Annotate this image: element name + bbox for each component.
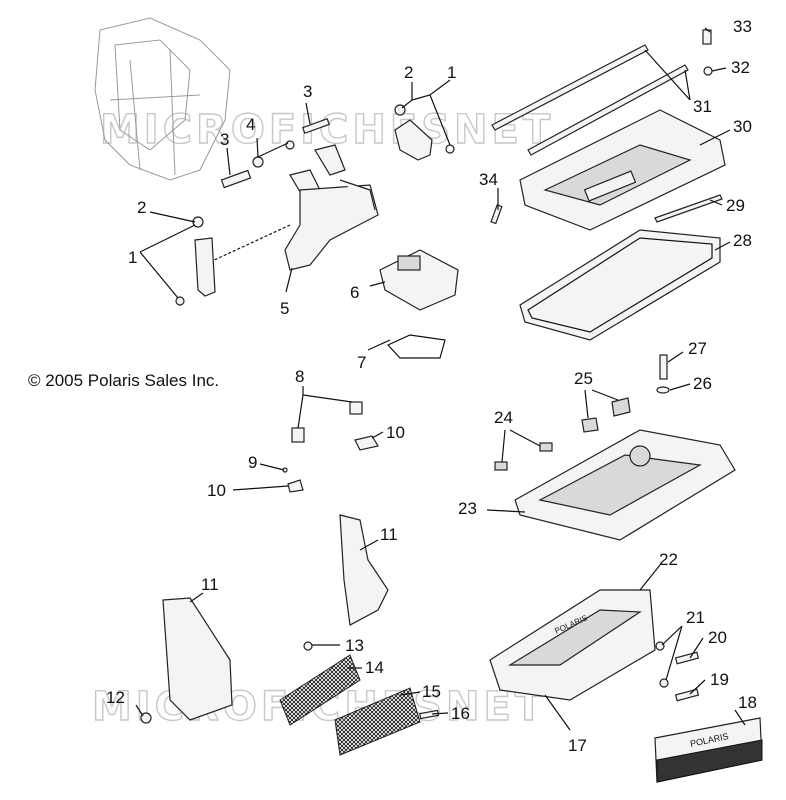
- callout-13: 13: [345, 636, 364, 655]
- leader-lines: [135, 27, 746, 731]
- part-weatherstrip: [491, 44, 689, 156]
- callout-1-left: 1: [128, 248, 137, 267]
- part-front-plate: POLARIS: [654, 717, 763, 783]
- part-front-bumper: POLARIS: [489, 589, 656, 701]
- callout-19: 19: [710, 670, 729, 689]
- part-clips-8-10: [282, 401, 379, 493]
- part-pin-34: [490, 204, 503, 225]
- callout-22: 22: [659, 550, 678, 569]
- part-seal-inner: [527, 237, 713, 333]
- part-screen-15: [334, 687, 421, 756]
- callout-21: 21: [686, 608, 705, 627]
- callout-6: 6: [350, 283, 359, 302]
- callout-10-top: 10: [386, 423, 405, 442]
- callout-25: 25: [574, 369, 593, 388]
- callout-31: 31: [693, 97, 712, 116]
- part-bolts-12-13-16: [140, 641, 440, 724]
- callout-17: 17: [568, 736, 587, 755]
- part-fasteners-26-27: [656, 354, 670, 394]
- watermark-top: MICROFICHESNET: [100, 107, 554, 153]
- part-left-bracket: [175, 216, 216, 306]
- callout-11-left: 11: [201, 575, 219, 594]
- callout-24: 24: [494, 408, 513, 427]
- callout-12: 12: [106, 688, 125, 707]
- callout-34: 34: [479, 170, 498, 189]
- callout-labels: 33 32 31 30 34 29 28 27 26 25 24 23 22 2…: [106, 17, 757, 755]
- callout-3-right: 3: [303, 82, 312, 101]
- part-electronic-module: [379, 249, 459, 311]
- callout-26: 26: [693, 374, 712, 393]
- callout-2-right: 2: [404, 63, 413, 82]
- callout-1-right: 1: [447, 63, 456, 82]
- callout-29: 29: [726, 196, 745, 215]
- part-storage-lid: [519, 109, 726, 231]
- callout-4: 4: [246, 115, 255, 134]
- part-side-panel-right: [339, 514, 389, 626]
- callout-28: 28: [733, 231, 752, 250]
- part-clip-7: [386, 334, 446, 359]
- callout-30: 30: [733, 117, 752, 136]
- callout-16: 16: [451, 704, 470, 723]
- part-bumpers-25: [581, 397, 631, 433]
- callout-7: 7: [357, 353, 366, 372]
- part-bolts-3-4: [220, 117, 331, 189]
- callout-15: 15: [422, 682, 441, 701]
- callout-5: 5: [280, 299, 289, 318]
- frame-outline: [94, 17, 231, 181]
- copyright-notice: © 2005 Polaris Sales Inc.: [28, 371, 219, 390]
- callout-18: 18: [738, 693, 757, 712]
- callout-9: 9: [248, 453, 257, 472]
- part-grille-14: [279, 654, 361, 726]
- callout-20: 20: [708, 628, 727, 647]
- callout-11-right: 11: [380, 525, 398, 544]
- part-rod-29: [654, 194, 723, 223]
- callout-8: 8: [295, 367, 304, 386]
- part-front-support-bracket: [209, 144, 379, 271]
- callout-32: 32: [731, 58, 750, 77]
- callout-10-bottom: 10: [207, 481, 226, 500]
- callout-14: 14: [365, 658, 384, 677]
- callout-3-left: 3: [220, 130, 229, 149]
- callout-23: 23: [458, 499, 477, 518]
- callout-27: 27: [688, 339, 707, 358]
- part-fasteners-32-33: [702, 29, 713, 76]
- part-side-panel-left: [162, 597, 233, 721]
- part-storage-tray: [514, 429, 736, 541]
- part-clips-24: [494, 442, 553, 471]
- callout-2-left: 2: [137, 198, 146, 217]
- callout-33: 33: [733, 17, 752, 36]
- part-lid-seal: [519, 229, 721, 341]
